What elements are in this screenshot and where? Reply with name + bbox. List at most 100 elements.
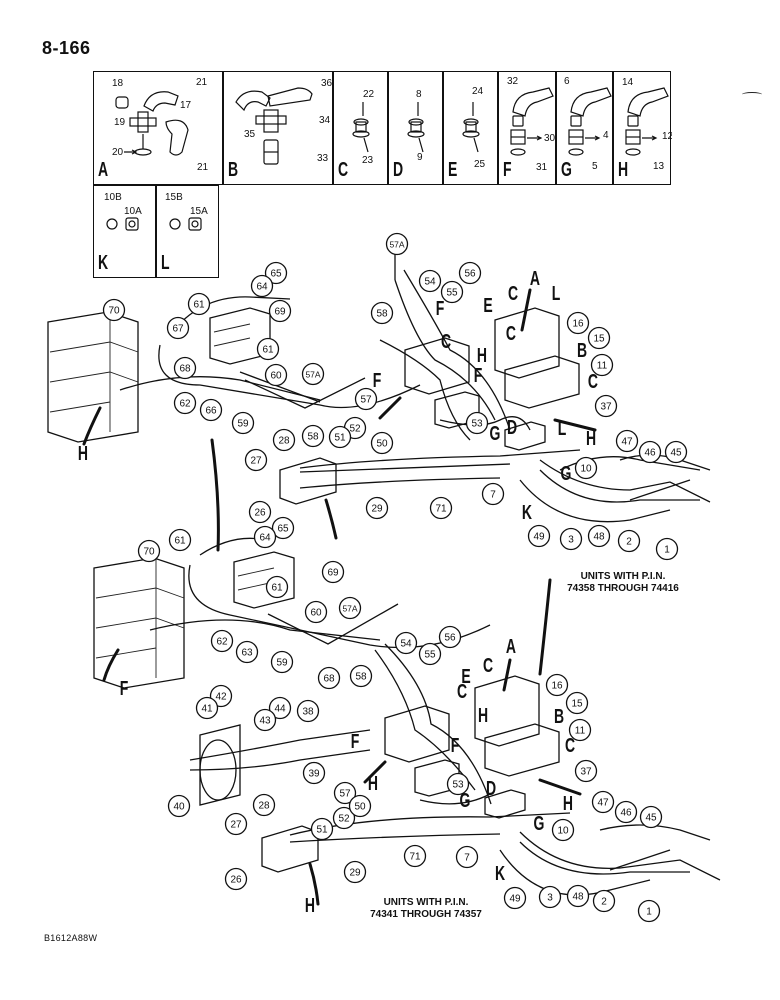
kit-letter: G	[561, 159, 572, 181]
callout: 58	[349, 664, 373, 688]
callout-number: 54	[400, 639, 412, 650]
fitting-kit-letter: G	[460, 788, 471, 811]
callout: 45	[639, 805, 663, 829]
fitting-kit-letter: F	[351, 729, 360, 752]
fitting-kit-letter: H	[477, 343, 487, 366]
kit-part-number: 15A	[190, 206, 208, 217]
kit-part-number: 4	[603, 130, 609, 141]
kit-part-number: 25	[474, 159, 486, 170]
kit-part-number: 34	[319, 115, 331, 126]
callout-number: 64	[259, 533, 271, 544]
callout: 50	[370, 431, 394, 455]
callout-number: 68	[179, 364, 191, 375]
callout-number: 64	[256, 282, 268, 293]
callout-number: 57A	[389, 240, 404, 250]
kit-part-number: 15B	[165, 192, 183, 203]
fitting-kit-letter: G	[490, 421, 501, 444]
callout-number: 57	[360, 395, 372, 406]
callout: 16	[566, 311, 590, 335]
callout-number: 58	[307, 432, 319, 443]
kit-letter: C	[338, 159, 349, 181]
callout-number: 45	[645, 813, 657, 824]
callout-number: 7	[490, 490, 496, 501]
callout: 49	[503, 886, 527, 910]
callout: 44	[268, 696, 292, 720]
callout-number: 60	[270, 371, 282, 382]
note-bottom: UNITS WITH P.I.N. 74341 THROUGH 74357	[356, 897, 496, 921]
callout: 1	[655, 537, 679, 561]
kit-letter: H	[618, 159, 629, 181]
callout: 61	[256, 337, 280, 361]
fitting-kit-letter: F	[451, 733, 460, 756]
callout-number: 11	[597, 361, 608, 372]
callout: 70	[102, 298, 126, 322]
callout-number: 38	[302, 707, 314, 718]
fitting-kit-letter: E	[483, 293, 492, 316]
callout-number: 65	[270, 269, 282, 280]
callout-number: 62	[179, 399, 191, 410]
kit-part-number: 24	[472, 86, 484, 97]
callout: 65	[271, 516, 295, 540]
fitting-kit-letter: L	[552, 281, 561, 304]
note-top: UNITS WITH P.I.N. 74358 THROUGH 74416	[553, 571, 693, 595]
callout: 60	[304, 600, 328, 624]
callout-number: 58	[376, 309, 388, 320]
fitting-kit-letter: F	[373, 368, 382, 391]
callout: 10	[574, 456, 598, 480]
callout-number: 59	[276, 658, 288, 669]
kit-part-number: 32	[507, 76, 519, 87]
kit-fitting-drawing: 645	[564, 76, 612, 172]
callout-number: 50	[376, 439, 388, 450]
callout-number: 3	[547, 893, 553, 904]
callout: 10	[551, 818, 575, 842]
callout: 47	[591, 790, 615, 814]
callout-number: 56	[444, 633, 456, 644]
fitting-kit-letter: G	[561, 461, 572, 484]
fitting-kit-letter: L	[558, 416, 567, 439]
main-valve-cluster	[384, 675, 560, 819]
callout: 60	[264, 363, 288, 387]
fitting-kit-letter: H	[305, 893, 315, 916]
callout-number: 48	[593, 532, 605, 543]
fitting-kit-letter: G	[534, 811, 545, 834]
callout: 1	[637, 899, 661, 923]
callout: 38	[296, 699, 320, 723]
callout-number: 46	[644, 448, 656, 459]
page-number: 8-166	[42, 38, 91, 58]
callout: 57	[354, 387, 378, 411]
callout: 39	[302, 761, 326, 785]
callout-number: 52	[349, 424, 361, 435]
hose-lines	[47, 250, 721, 906]
callout-number: 16	[551, 681, 563, 692]
kit-part-number: 14	[622, 77, 634, 88]
fitting-kit-letter: H	[586, 426, 596, 449]
callout-number: 42	[215, 692, 227, 703]
kit-part-number: 10B	[104, 192, 122, 203]
callout: 29	[343, 860, 367, 884]
callout-number: 63	[241, 648, 253, 659]
callout-number: 48	[572, 892, 584, 903]
fitting-kit-letter: D	[507, 415, 517, 438]
callout-number: 51	[316, 825, 328, 836]
fitting-kit-letter: C	[441, 329, 451, 352]
callout: 47	[615, 429, 639, 453]
callout: 26	[224, 867, 248, 891]
kit-part-number: 13	[653, 161, 665, 172]
callout: 55	[440, 280, 464, 304]
callout-number: 68	[323, 674, 335, 685]
callout: 41	[195, 696, 219, 720]
cylinder-body	[279, 457, 337, 505]
fitting-kit-letter: H	[478, 703, 488, 726]
callout: 51	[310, 817, 334, 841]
kit-part-number: 6	[564, 76, 570, 87]
callout: 64	[250, 274, 274, 298]
callout-number: 61	[174, 536, 186, 547]
kit-part-number: 33	[317, 153, 329, 164]
cylinder-body	[261, 825, 319, 873]
callout: 69	[321, 560, 345, 584]
callout: 57A	[385, 232, 409, 256]
